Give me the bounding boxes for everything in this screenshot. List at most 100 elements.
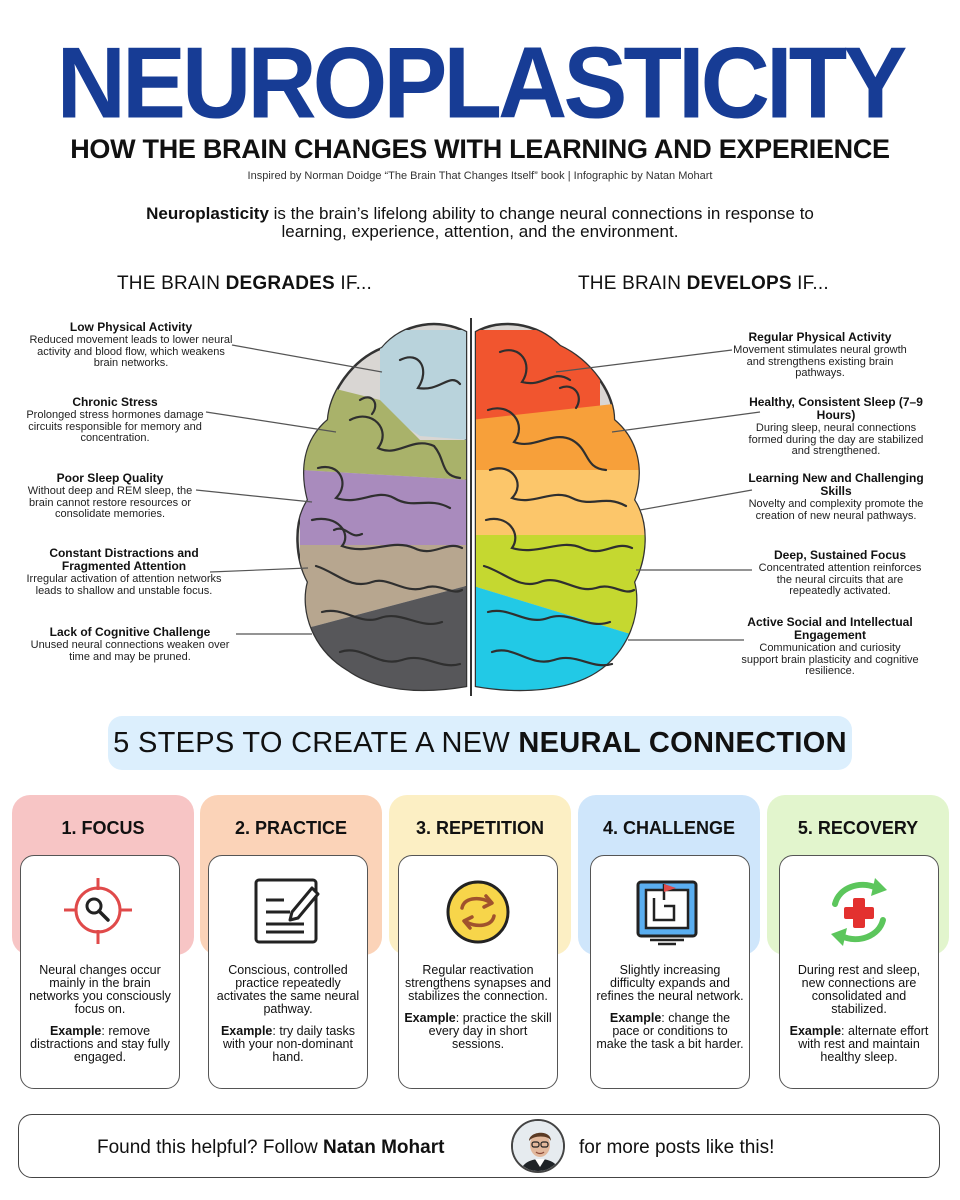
maze-flag-icon — [636, 880, 698, 946]
example-text: : practice the skill every day in short … — [428, 1011, 552, 1051]
degrade-region-distraction — [300, 545, 466, 630]
step-description: Neural changes occur mainly in the brain… — [26, 964, 174, 1064]
example-text: : try daily tasks with your non-dominant… — [223, 1024, 356, 1064]
degrade-item-title: Lack of Cognitive Challenge — [49, 625, 211, 639]
example-text: : alternate effort with rest and maintai… — [798, 1024, 929, 1064]
step-title: 1. FOCUS — [61, 818, 145, 838]
develop-item-title: Active Social and Intellectual Engagemen… — [747, 615, 913, 642]
degrade-item: Constant Distractions and Fragmented Att… — [24, 547, 224, 597]
develop-item-title: Healthy, Consistent Sleep (7–9 Hours) — [749, 395, 923, 422]
develop-item-text: Novelty and complexity promote the creat… — [748, 498, 924, 522]
left-connectors — [195, 344, 383, 635]
right-connectors — [555, 349, 761, 641]
step-example: Example: practice the skill every day in… — [404, 1012, 552, 1051]
follow-text: Found this helpful? Follow Natan Mohart — [97, 1137, 444, 1159]
example-label: Example — [609, 1011, 662, 1025]
step-example: Example: remove distractions and stay fu… — [26, 1025, 174, 1064]
step-card — [208, 855, 368, 1089]
definition-term: Neuroplasticity — [146, 204, 269, 223]
step-example: Example: alternate effort with rest and … — [785, 1025, 933, 1064]
document-pen-icon — [254, 878, 320, 944]
example-label: Example — [49, 1024, 102, 1038]
degrade-region-sleep — [300, 470, 466, 545]
develop-item-title: Learning New and Challenging Skills — [748, 471, 924, 498]
steps-heading: 5 STEPS TO CREATE A NEW NEURAL CONNECTIO… — [108, 716, 852, 770]
develop-item-title: Deep, Sustained Focus — [773, 548, 907, 562]
step-title: 2. PRACTICE — [234, 818, 348, 838]
degrades-heading-post: IF... — [334, 273, 373, 294]
develop-item: Active Social and Intellectual Engagemen… — [740, 616, 920, 678]
step-title: 5. RECOVERY — [797, 818, 919, 838]
degrade-item-title: Chronic Stress — [72, 395, 158, 409]
degrade-item-title: Low Physical Activity — [69, 320, 193, 334]
step-title: 4. CHALLENGE — [602, 818, 735, 838]
author-name[interactable]: Natan Mohart — [323, 1137, 445, 1158]
step-card — [20, 855, 180, 1089]
steps-heading-bold: NEURAL CONNECTION — [518, 727, 847, 759]
step-example: Example: try daily tasks with your non-d… — [214, 1025, 362, 1064]
develop-region-learning — [476, 470, 645, 535]
step-description: Slightly increasing difficulty expands a… — [596, 964, 744, 1051]
step-description: Regular reactivation strengthens synapse… — [404, 964, 552, 1051]
develops-heading-post: IF... — [791, 273, 829, 294]
degrade-item-text: Without deep and REM sleep, the brain ca… — [27, 485, 193, 520]
subtitle: HOW THE BRAIN CHANGES WITH LEARNING AND … — [70, 134, 890, 164]
develop-item-text: During sleep, neural connections formed … — [748, 422, 924, 457]
develop-region-focus — [476, 535, 645, 640]
degrades-heading-pre: THE BRAIN — [117, 273, 226, 294]
example-label: Example — [220, 1024, 273, 1038]
step-text: Neural changes occur mainly in the brain… — [29, 963, 171, 1016]
degrade-item: Lack of Cognitive Challenge Unused neura… — [22, 626, 238, 663]
degrade-region-stress — [300, 380, 466, 480]
follow-banner: Found this helpful? Follow Natan Mohart … — [18, 1114, 940, 1178]
degrade-item-text: Reduced movement leads to lower neural a… — [29, 334, 233, 369]
author-photo — [513, 1121, 563, 1171]
definition-text: is the brain’s lifelong ability to chang… — [268, 204, 814, 241]
step-text: During rest and sleep, new connections a… — [797, 963, 921, 1016]
degrades-heading-bold: DEGRADES — [225, 273, 335, 294]
degrade-region-physical — [380, 330, 466, 440]
definition: Neuroplasticity is the brain’s lifelong … — [140, 205, 820, 241]
develop-region-physical — [476, 330, 600, 420]
develop-item-text: Movement stimulates neural growth and st… — [733, 344, 907, 379]
follow-prefix: Found this helpful? Follow — [97, 1137, 324, 1158]
step-title: 3. REPETITION — [415, 818, 545, 838]
develops-heading: THE BRAIN DEVELOPS IF... — [578, 273, 829, 295]
recovery-cross-icon — [831, 878, 887, 946]
degrade-item-text: Unused neural connections weaken over ti… — [30, 639, 230, 663]
step-description: During rest and sleep, new connections a… — [785, 964, 933, 1064]
develop-item: Healthy, Consistent Sleep (7–9 Hours) Du… — [738, 396, 934, 458]
degrade-item-text: Irregular activation of attention networ… — [26, 573, 222, 597]
credit-line: Inspired by Norman Doidge “The Brain Tha… — [247, 170, 713, 182]
brain-illustration — [195, 318, 761, 696]
example-text: : change the pace or conditions to make … — [596, 1011, 744, 1051]
step-example: Example: change the pace or conditions t… — [596, 1012, 744, 1051]
develop-item: Regular Physical Activity Movement stimu… — [730, 331, 910, 380]
degrade-item: Chronic Stress Prolonged stress hormones… — [20, 396, 210, 445]
step-card — [779, 855, 939, 1089]
develop-item: Learning New and Challenging Skills Nove… — [746, 472, 926, 522]
target-search-icon — [64, 878, 132, 944]
step-text: Conscious, controlled practice repeatedl… — [216, 963, 360, 1016]
develops-heading-bold: DEVELOPS — [686, 273, 792, 294]
step-text: Slightly increasing difficulty expands a… — [596, 963, 744, 1003]
degrade-item-title: Constant Distractions and Fragmented Att… — [49, 546, 199, 573]
example-label: Example — [789, 1024, 842, 1038]
develops-heading-pre: THE BRAIN — [578, 273, 687, 294]
example-text: : remove distractions and stay fully eng… — [30, 1024, 170, 1064]
example-label: Example — [404, 1011, 456, 1025]
steps-heading-pre: 5 STEPS TO CREATE A NEW — [113, 727, 519, 759]
develop-item-text: Concentrated attention reinforces the ne… — [758, 562, 922, 597]
degrade-item-title: Poor Sleep Quality — [56, 471, 164, 485]
develop-item-title: Regular Physical Activity — [748, 330, 892, 344]
degrade-item-text: Prolonged stress hormones damage circuit… — [26, 409, 204, 444]
degrade-item: Low Physical Activity Reduced movement l… — [24, 321, 238, 370]
main-title: NEUROPLASTICITY — [56, 27, 908, 140]
follow-suffix: for more posts like this! — [579, 1137, 775, 1158]
avatar[interactable] — [511, 1119, 565, 1173]
develop-item-text: Communication and curiosity support brai… — [741, 642, 919, 677]
step-description: Conscious, controlled practice repeatedl… — [214, 964, 362, 1064]
degrade-item: Poor Sleep Quality Without deep and REM … — [22, 472, 198, 521]
develop-item: Deep, Sustained Focus Concentrated atten… — [750, 549, 930, 598]
degrades-heading: THE BRAIN DEGRADES IF... — [117, 273, 372, 295]
